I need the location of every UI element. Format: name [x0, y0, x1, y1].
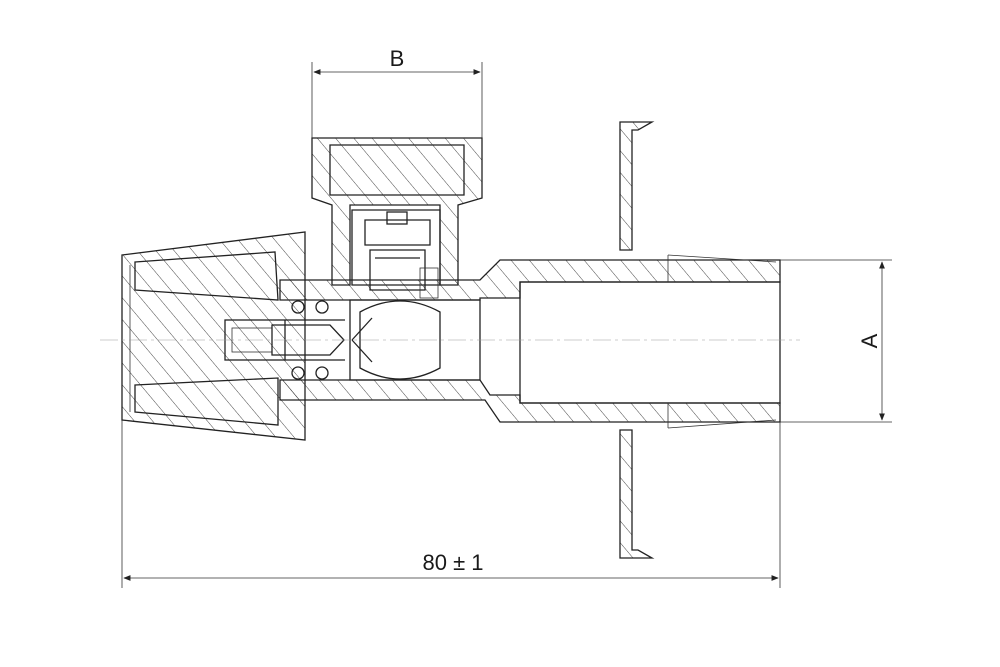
ball-assembly: [271, 300, 441, 380]
valve-body: [279, 254, 781, 429]
dimension-overall-length: 80 ± 1: [121, 420, 781, 588]
dimension-a-label: A: [857, 333, 882, 348]
dimension-b-label: B: [390, 46, 405, 71]
handle-knob: [121, 231, 306, 441]
top-cap: [311, 137, 483, 299]
overall-length-label: 80 ± 1: [422, 550, 483, 575]
dimension-a: A: [780, 259, 892, 423]
wall-flange: [619, 121, 655, 559]
dimension-b: B: [311, 46, 483, 138]
